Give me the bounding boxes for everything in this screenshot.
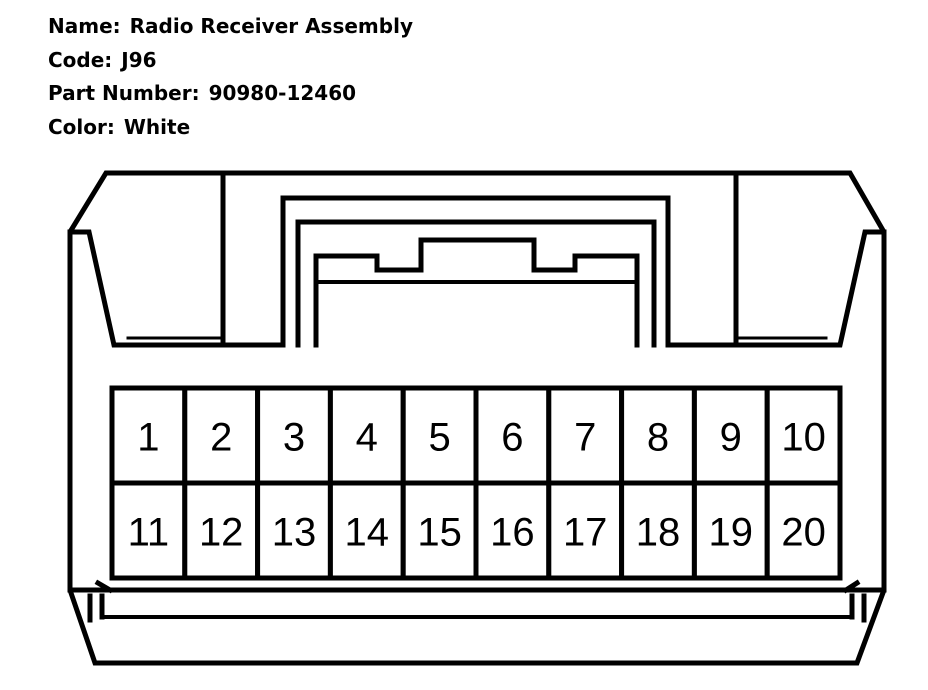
- connector-housing: [67, 170, 887, 666]
- pin-label-13: 13: [272, 511, 317, 555]
- connector-info: Name: Radio Receiver Assembly Code: J96 Pa…: [48, 10, 413, 144]
- part-number-value: 90980-12460: [208, 81, 357, 105]
- pin-cavity-17: [546, 480, 625, 581]
- housing-outline: [67, 170, 887, 666]
- pin-label-7: 7: [574, 416, 596, 460]
- pin-cavity-9: [691, 385, 770, 486]
- pin-label-18: 18: [636, 511, 681, 555]
- code-value: J96: [121, 47, 157, 72]
- pin-cavity-11: [109, 480, 188, 581]
- part-number-row: Part Number: 90980-12460: [48, 77, 413, 111]
- pin-label-10: 10: [781, 416, 826, 460]
- pin-cavity-20: [764, 480, 843, 581]
- pin-label-9: 9: [720, 416, 742, 460]
- pin-label-4: 4: [356, 416, 378, 460]
- pin-cavity-12: [182, 480, 261, 581]
- housing-ledge: [67, 175, 887, 348]
- pin-label-14: 14: [345, 511, 390, 555]
- code-row: Code: J96: [48, 44, 413, 78]
- lock-cavity-floor: [313, 291, 640, 348]
- lock-latch: [313, 237, 640, 297]
- pin-label-15: 15: [417, 511, 462, 555]
- pin-label-16: 16: [490, 511, 535, 555]
- name-label: Name:: [48, 14, 121, 38]
- pin-label-17: 17: [563, 511, 608, 555]
- pin-label-6: 6: [501, 416, 523, 460]
- bottom-rail-corners: [94, 579, 861, 594]
- pin-label-3: 3: [283, 416, 305, 460]
- pin-cavity-15: [400, 480, 479, 581]
- pin-label-19: 19: [709, 511, 754, 555]
- name-value: Radio Receiver Assembly: [129, 14, 413, 38]
- pin-label-12: 12: [199, 511, 244, 555]
- color-value: White: [123, 114, 191, 139]
- bottom-rail-left-post: [87, 593, 105, 623]
- part-number-label: Part Number:: [48, 81, 200, 105]
- pin-label-2: 2: [210, 416, 232, 460]
- name-row: Name: Radio Receiver Assembly: [48, 10, 413, 44]
- color-row: Color: White: [48, 111, 413, 145]
- pin-label-11: 11: [128, 511, 170, 555]
- pin-cavity-18: [619, 480, 697, 581]
- pin-label-1: 1: [137, 416, 159, 460]
- lock-cavity: [220, 195, 739, 348]
- code-label: Code:: [48, 47, 113, 72]
- color-label: Color:: [48, 114, 115, 139]
- pin-cavity-1: [109, 385, 188, 486]
- pin-cavity-2: [182, 385, 261, 486]
- bottom-rail-right-post: [849, 593, 867, 623]
- pin-label-5: 5: [428, 416, 450, 460]
- pin-cavity-19: [691, 480, 770, 581]
- pin-cavity-14: [327, 480, 406, 581]
- lock-cavity-inner: [295, 219, 657, 348]
- pin-label-8: 8: [647, 416, 669, 460]
- pin-label-20: 20: [781, 511, 826, 555]
